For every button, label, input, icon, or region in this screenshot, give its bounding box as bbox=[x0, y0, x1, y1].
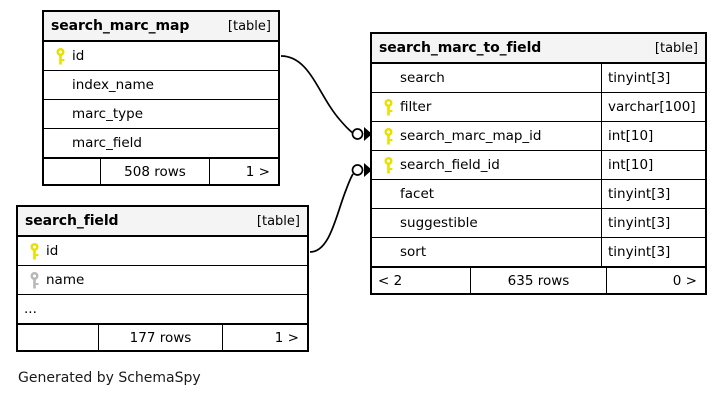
column-cell: suggestible bbox=[372, 209, 601, 237]
key-icon-yellow bbox=[378, 98, 398, 116]
column-type: tinyint[3] bbox=[601, 238, 705, 266]
table-kind-label: [table] bbox=[654, 40, 698, 56]
column-cell: index_name bbox=[44, 71, 278, 99]
table-search-marc-map[interactable]: search_marc_map [table] id index_n bbox=[42, 10, 280, 186]
table-row[interactable]: suggestible tinyint[3] bbox=[372, 209, 705, 238]
column-name: marc_field bbox=[72, 135, 142, 151]
column-type: varchar[100] bbox=[601, 93, 705, 121]
column-cell: facet bbox=[372, 180, 601, 208]
table-row[interactable]: marc_type bbox=[44, 100, 278, 129]
table-row[interactable]: search_marc_map_id int[10] bbox=[372, 122, 705, 151]
relationship-line bbox=[309, 173, 354, 253]
column-name: index_name bbox=[72, 77, 154, 93]
column-cell: filter bbox=[372, 93, 601, 121]
row-count: 177 rows bbox=[98, 325, 223, 350]
column-type: int[10] bbox=[601, 151, 705, 179]
table-search-marc-to-field[interactable]: search_marc_to_field [table] search tiny… bbox=[370, 32, 707, 295]
table-title: search_field bbox=[25, 213, 119, 229]
table-search-field[interactable]: search_field [table] id bbox=[16, 205, 309, 352]
column-type: tinyint[3] bbox=[601, 180, 705, 208]
row-count: 635 rows bbox=[470, 268, 607, 293]
table-header: search_field [table] bbox=[18, 207, 307, 237]
key-icon-yellow bbox=[378, 156, 398, 174]
column-name: marc_type bbox=[72, 106, 144, 122]
column-name: search_marc_map_id bbox=[400, 128, 542, 144]
optional-cardinality-circle bbox=[351, 164, 364, 176]
table-footer: 177 rows 1 > bbox=[18, 324, 307, 350]
table-row[interactable]: marc_field bbox=[44, 129, 278, 158]
relationship-fk-marc-map bbox=[280, 55, 372, 141]
key-icon-grey bbox=[24, 271, 44, 289]
table-row[interactable]: search_field_id int[10] bbox=[372, 151, 705, 180]
column-name: suggestible bbox=[400, 215, 478, 231]
table-kind-label: [table] bbox=[256, 213, 300, 229]
column-name: facet bbox=[400, 186, 435, 202]
column-type: tinyint[3] bbox=[601, 209, 705, 237]
column-cell: id bbox=[18, 237, 307, 265]
column-cell: marc_field bbox=[44, 129, 278, 157]
column-name: name bbox=[46, 272, 85, 288]
column-cell-more: ... bbox=[18, 295, 307, 323]
column-cell: sort bbox=[372, 238, 601, 266]
key-icon-yellow bbox=[378, 127, 398, 145]
column-cell: search_field_id bbox=[372, 151, 601, 179]
column-name: id bbox=[72, 48, 85, 64]
relationship-fk-search-field bbox=[309, 163, 372, 253]
column-type: tinyint[3] bbox=[601, 64, 705, 92]
prev-page-button[interactable] bbox=[18, 325, 98, 350]
column-type: int[10] bbox=[601, 122, 705, 150]
table-row[interactable]: index_name bbox=[44, 71, 278, 100]
table-row[interactable]: filter varchar[100] bbox=[372, 93, 705, 122]
optional-cardinality-circle bbox=[351, 128, 364, 140]
table-header: search_marc_map [table] bbox=[44, 12, 278, 42]
next-page-button[interactable]: 0 > bbox=[672, 272, 697, 289]
table-row[interactable]: id bbox=[18, 237, 307, 266]
column-name: filter bbox=[400, 99, 432, 115]
more-columns-indicator: ... bbox=[24, 301, 37, 317]
column-name: search_field_id bbox=[400, 157, 500, 173]
column-cell: id bbox=[44, 42, 278, 70]
column-cell: marc_type bbox=[44, 100, 278, 128]
next-page-button[interactable]: 1 > bbox=[274, 329, 299, 346]
key-icon-yellow bbox=[24, 242, 44, 260]
column-name: sort bbox=[400, 244, 427, 260]
column-cell: name bbox=[18, 266, 307, 294]
table-row[interactable]: sort tinyint[3] bbox=[372, 238, 705, 267]
relationship-line bbox=[280, 55, 354, 134]
column-cell: search_marc_map_id bbox=[372, 122, 601, 150]
table-title: search_marc_map bbox=[51, 18, 190, 34]
prev-page-button[interactable] bbox=[44, 159, 100, 184]
table-header: search_marc_to_field [table] bbox=[372, 34, 705, 64]
generated-by-caption: Generated by SchemaSpy bbox=[18, 370, 201, 386]
table-row[interactable]: name bbox=[18, 266, 307, 295]
table-kind-label: [table] bbox=[227, 18, 271, 34]
table-footer: 508 rows 1 > bbox=[44, 158, 278, 184]
table-footer: < 2 635 rows 0 > bbox=[372, 267, 705, 293]
table-row[interactable]: facet tinyint[3] bbox=[372, 180, 705, 209]
next-page-button[interactable]: 1 > bbox=[245, 163, 270, 180]
column-cell: search bbox=[372, 64, 601, 92]
row-count: 508 rows bbox=[100, 159, 210, 184]
table-title: search_marc_to_field bbox=[379, 40, 542, 56]
column-name: search bbox=[400, 70, 445, 86]
prev-page-button[interactable]: < 2 bbox=[378, 272, 403, 289]
table-row[interactable]: search tinyint[3] bbox=[372, 64, 705, 93]
table-row[interactable]: id bbox=[44, 42, 278, 71]
table-row[interactable]: ... bbox=[18, 295, 307, 324]
column-name: id bbox=[46, 243, 59, 259]
key-icon-yellow bbox=[50, 47, 70, 65]
